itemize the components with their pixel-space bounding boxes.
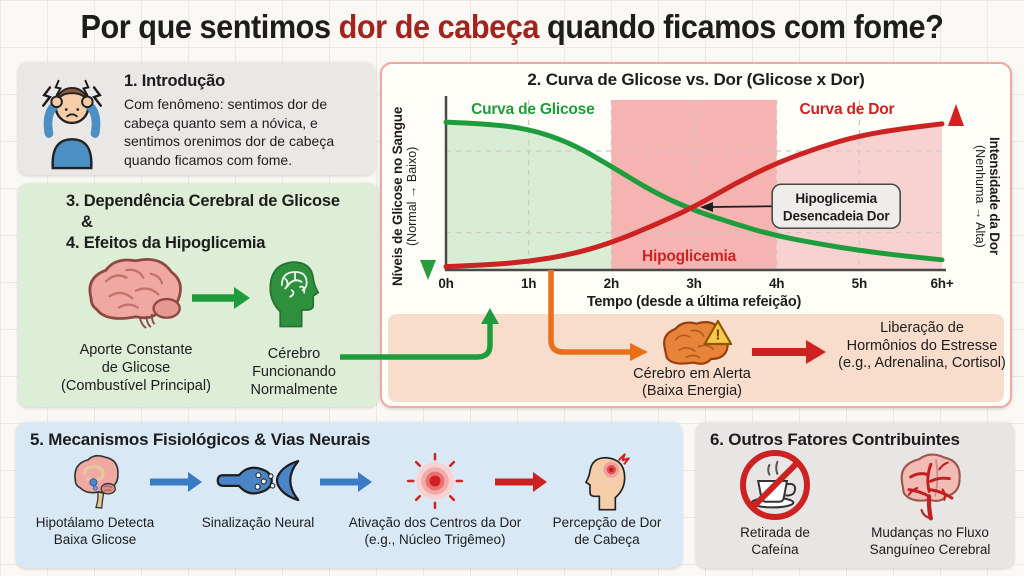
mechanisms-panel: 5. Mecanismos Fisiológicos & Vias Neurai… xyxy=(16,422,682,568)
svg-text:Hipoglicemia: Hipoglicemia xyxy=(795,191,877,206)
svg-text:Hipoglicemia: Hipoglicemia xyxy=(642,248,737,265)
no-caffeine-icon xyxy=(740,450,810,520)
svg-text:2h: 2h xyxy=(604,276,619,291)
intro-heading: 1. Introdução xyxy=(124,72,225,90)
pain-center-icon xyxy=(406,452,464,510)
svg-text:3h: 3h xyxy=(686,276,701,291)
step-hypothalamus: Hipotálamo Detecta Baixa Glicose xyxy=(20,452,170,548)
svg-text:4h: 4h xyxy=(769,276,784,291)
factors-panel: 6. Outros Fatores Contribuintes Retirada… xyxy=(696,422,1014,568)
red-arrow-icon xyxy=(495,472,547,492)
chart-title: 2. Curva de Glicose vs. Dor (Glicose x D… xyxy=(527,70,865,89)
svg-text:Curva de Glicose: Curva de Glicose xyxy=(471,101,595,118)
step-neural-signaling: Sinalização Neural xyxy=(188,452,328,531)
page-title: Por que sentimos dor de cabeça quando fi… xyxy=(0,8,1024,46)
mechanisms-heading: 5. Mecanismos Fisiológicos & Vias Neurai… xyxy=(30,430,371,449)
y-axis-label-right: (Nenhuma → Alta) Intensidade da Dor xyxy=(973,137,1002,255)
step-headache-perception: Percepção de Dor de Cabeça xyxy=(532,452,682,548)
glucose-down-arrow-icon xyxy=(420,105,436,280)
svg-text:1h: 1h xyxy=(521,276,536,291)
svg-text:5h: 5h xyxy=(852,276,867,291)
alert-brain-caption: Cérebro em Alerta (Baixa Energia) xyxy=(633,366,751,399)
svg-text:6h+: 6h+ xyxy=(930,276,953,291)
blue-arrow-icon xyxy=(150,472,202,492)
glucose-pain-chart: Curva de Glicose Curva de DorHipoglicemia… xyxy=(438,96,954,310)
svg-text:0h: 0h xyxy=(438,276,453,291)
alert-strip: ! Cérebro em Alerta (Baixa Energia) Libe… xyxy=(388,314,1006,402)
healthy-brain-head-icon xyxy=(269,261,320,328)
svg-text:Curva de Dor: Curva de Dor xyxy=(799,101,894,118)
title-post: quando ficamos com fome? xyxy=(539,8,944,45)
brain-caption: Aporte Constante de Glicose (Combustível… xyxy=(61,342,211,394)
title-pre: Por que sentimos xyxy=(80,8,339,45)
intro-body: Com fenômeno: sentimos dor de cabeça qua… xyxy=(124,96,335,168)
headache-person-icon xyxy=(41,79,102,170)
stress-hormones-caption: Liberação de Hormônios do Estresse (e.g.… xyxy=(838,320,1006,371)
factor-blood-flow: Mudanças no Fluxo Sanguíneo Cerebral xyxy=(855,448,1005,558)
svg-text:!: ! xyxy=(715,327,720,344)
brain-icon xyxy=(88,258,182,329)
cerebral-blood-flow-icon xyxy=(900,453,961,521)
pain-up-arrow-icon xyxy=(948,104,964,281)
synapse-icon xyxy=(216,460,300,502)
headache-head-icon xyxy=(584,453,630,511)
glucose-heading: 3. Dependência Cerebral de Glicose & 4. … xyxy=(66,192,340,252)
step-pain-centers: Ativação dos Centros da Dor (e.g., Núcle… xyxy=(320,452,550,548)
hypothalamus-brain-icon xyxy=(74,454,119,509)
factors-heading: 6. Outros Fatores Contribuintes xyxy=(710,430,960,449)
factor-caffeine: Retirada de Cafeína xyxy=(700,448,850,558)
alert-brain-warning-icon: ! xyxy=(663,319,733,365)
red-arrow-icon xyxy=(752,340,826,364)
glucose-dependency-panel: 3. Dependência Cerebral de Glicose & 4. … xyxy=(18,183,378,407)
svg-text:Desencadeia Dor: Desencadeia Dor xyxy=(783,208,890,223)
svg-text:Tempo (desde a última refeição: Tempo (desde a última refeição) xyxy=(587,294,802,310)
title-highlight: dor de cabeça xyxy=(338,8,540,45)
green-arrow-icon xyxy=(192,287,250,309)
intro-panel: 1. Introdução Com fenômeno: sentimos dor… xyxy=(18,62,375,175)
y-axis-label-left: Níveis de Glicose no Sangue (Normal → Ba… xyxy=(390,106,419,286)
chart-panel: 2. Curva de Glicose vs. Dor (Glicose x D… xyxy=(380,62,1012,408)
blue-arrow-icon xyxy=(320,472,372,492)
healthy-brain-caption: Cérebro Funcionando Normalmente xyxy=(250,346,338,398)
